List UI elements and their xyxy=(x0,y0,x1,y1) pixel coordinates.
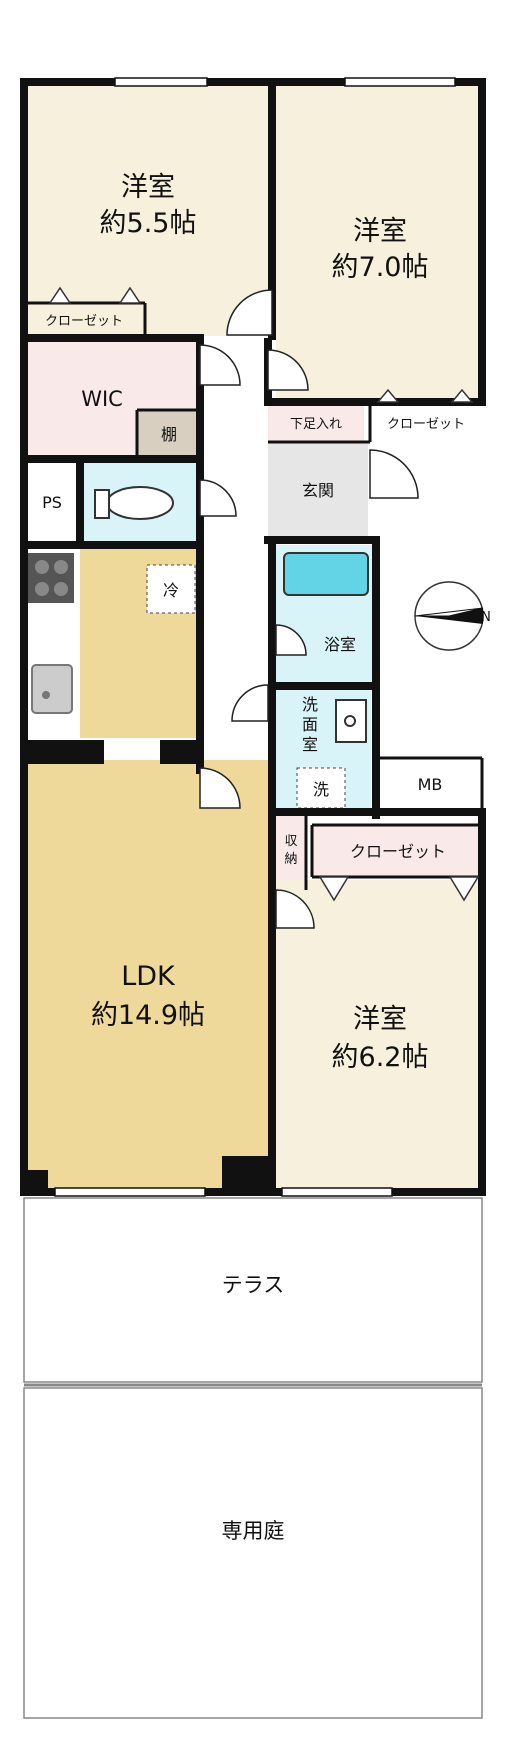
terrace-outline xyxy=(23,1197,483,1719)
western-c-size: 約6.2帖 xyxy=(332,1042,429,1073)
shelf-area xyxy=(137,410,200,457)
ldk-size: 約14.9帖 xyxy=(91,1000,205,1031)
burner-1 xyxy=(35,560,49,574)
entrance-area xyxy=(268,442,368,538)
shoe-box-area xyxy=(268,405,364,442)
basin-drain xyxy=(344,715,356,727)
wic-label: WIC xyxy=(81,387,123,411)
walls xyxy=(20,78,486,1196)
closet-c-label: クローゼット xyxy=(350,842,446,861)
burner-4 xyxy=(54,582,68,596)
toilet-bowl xyxy=(106,486,174,520)
windows xyxy=(54,77,456,1197)
storage-label-2: 納 xyxy=(284,852,297,867)
storage-label-1: 収 xyxy=(284,834,297,849)
door-swings xyxy=(199,289,419,929)
compass-north-label: N xyxy=(481,610,491,625)
storage-small xyxy=(276,815,306,890)
closet-c-area xyxy=(312,825,480,877)
column-2 xyxy=(160,740,200,764)
western-a-size: 約5.5帖 xyxy=(100,208,197,239)
western-a-name: 洋室 xyxy=(121,172,175,203)
bath-label: 浴室 xyxy=(324,635,356,654)
washer-label: 洗 xyxy=(313,780,329,799)
closet-b-area xyxy=(370,405,480,442)
closet-a-label: クローゼット xyxy=(45,314,123,329)
fridge-label: 冷 xyxy=(163,581,179,600)
mb-label: MB xyxy=(418,775,443,794)
column-3 xyxy=(222,1156,270,1192)
ldk-room xyxy=(24,760,270,1190)
washroom-label-3: 室 xyxy=(302,735,318,754)
burner-3 xyxy=(35,582,49,596)
stove xyxy=(28,553,74,603)
washroom-label-1: 洗 xyxy=(302,695,318,714)
closet-b-label: クローゼット xyxy=(387,417,465,432)
sink-drain xyxy=(42,691,50,699)
western-room-a xyxy=(24,82,272,336)
shoe-box-label: 下足入れ xyxy=(290,417,342,432)
sink xyxy=(31,664,73,714)
fridge-space xyxy=(146,564,196,614)
western-b-size: 約7.0帖 xyxy=(332,252,429,283)
washroom-label-2: 面 xyxy=(302,715,318,734)
ps-room xyxy=(24,462,80,542)
shelf-label: 棚 xyxy=(161,425,177,444)
column-4 xyxy=(24,1170,48,1192)
bathtub xyxy=(283,552,369,596)
western-room-c xyxy=(276,880,482,1190)
washer-space xyxy=(296,767,346,809)
garden-label: 専用庭 xyxy=(222,1519,285,1543)
western-c-name: 洋室 xyxy=(353,1004,407,1035)
western-room-b xyxy=(276,82,482,402)
ps-label: PS xyxy=(42,493,62,512)
entrance-label: 玄関 xyxy=(302,481,334,500)
western-b-name: 洋室 xyxy=(353,216,407,247)
column-1 xyxy=(24,740,104,764)
burner-2 xyxy=(54,560,68,574)
closet-doors xyxy=(48,286,480,902)
compass: N xyxy=(414,581,491,651)
terrace-label: テラス xyxy=(222,1273,285,1297)
toilet-tank xyxy=(94,489,110,519)
wash-basin xyxy=(335,699,367,743)
ldk-name: LDK xyxy=(121,961,176,992)
